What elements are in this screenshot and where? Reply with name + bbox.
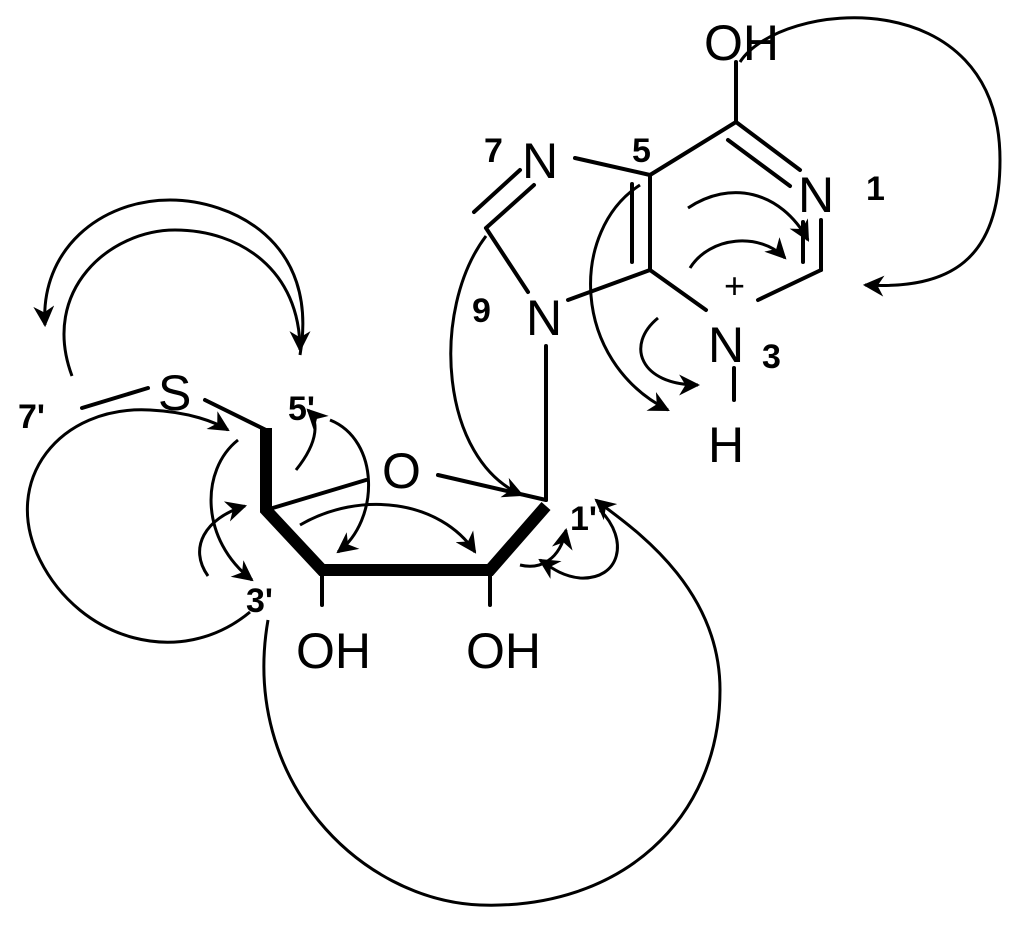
atom-h3: H (708, 417, 744, 473)
label-5: 5 (632, 132, 651, 170)
arrow-c4p-to-c5p (294, 408, 329, 471)
arrow-big-loop-1p (262, 498, 722, 907)
atom-n9: N (526, 290, 562, 346)
bond-n9-c4 (566, 268, 652, 302)
arrow-oh-to-c2 (738, 16, 1002, 297)
arrow-c3p-to-c5p-loop (25, 408, 251, 644)
arrow-c8-to-c1p (449, 235, 524, 498)
arrow-h1p-to-c2p (538, 508, 619, 580)
bond-c1p-o (436, 473, 548, 502)
ribose-bonds (80, 386, 551, 607)
label-7p: 7' (18, 398, 45, 436)
arrow-c5-to-h3 (589, 183, 670, 412)
purine-bonds (472, 60, 823, 502)
arrow-c5p-to-c3p-right (329, 418, 370, 554)
bond-c5p-s (203, 398, 268, 432)
charge-plus: + (724, 265, 745, 306)
atom-o-ring: O (382, 443, 421, 499)
arrow-c4-to-c2 (688, 237, 787, 269)
arrow-c3p-to-c4p (198, 501, 248, 577)
atom-n1: N (798, 167, 834, 223)
arrow-c4p-to-c2p (299, 502, 477, 554)
bond-c8-n9 (484, 226, 530, 294)
bond-s-c7p (80, 386, 150, 410)
atom-oh-2p: OH (466, 623, 541, 679)
label-3p: 3' (246, 582, 273, 620)
arrow-c5p-to-c3p (209, 438, 254, 582)
arrow-c5p-to-c7p-outer (33, 198, 305, 356)
atom-oh-3p: OH (296, 623, 371, 679)
label-9: 9 (472, 292, 491, 330)
bond-n3-c4 (648, 268, 708, 312)
atom-n7: N (522, 133, 558, 189)
atom-labels: OH N N N N H S O OH OH + (158, 15, 834, 679)
arrow-c4-to-h3 (639, 316, 701, 396)
label-3: 3 (762, 338, 781, 376)
position-labels: 7 5 1 9 3 7' 5' 1' 3' (18, 132, 885, 620)
label-5p: 5' (288, 390, 315, 428)
label-1p: 1' (570, 500, 597, 538)
label-1: 1 (866, 170, 885, 208)
atom-s: S (158, 365, 191, 421)
arrow-h2p-to-c1p (519, 527, 573, 568)
bond-c6-n1 (734, 120, 802, 172)
bond-c6-n1-double (726, 138, 792, 188)
arrow-h7p-to-c5p-inner (62, 228, 311, 377)
bond-c6-c5 (648, 120, 738, 177)
bond-n7-c8 (484, 183, 536, 230)
bond-c2-n3 (756, 268, 823, 302)
correlation-arrows (25, 16, 1002, 907)
bond-n7-c8-double (472, 168, 522, 214)
bond-c5-n7 (573, 156, 652, 177)
bond-o-c4p (264, 478, 368, 512)
arrow-c5-to-c2 (687, 191, 810, 242)
atom-oh-base: OH (704, 15, 779, 71)
atom-n3: N (708, 317, 744, 373)
label-7: 7 (484, 132, 503, 170)
